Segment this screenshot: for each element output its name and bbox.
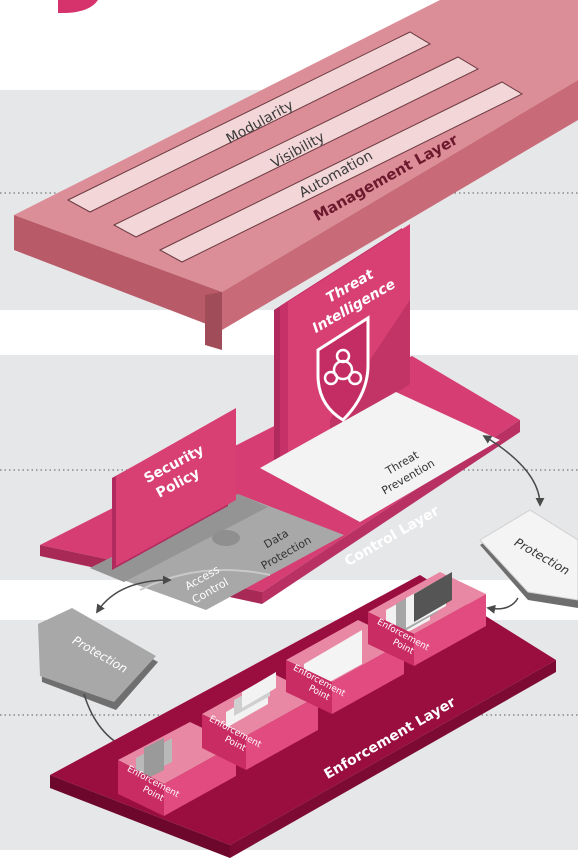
- arrow-prevention-to-protection: [482, 435, 545, 507]
- arrow-protection-to-enforcement-right: [486, 597, 519, 614]
- enforcement-point-4: Enforcement Point: [368, 572, 486, 666]
- management-layer-leg: [205, 292, 222, 350]
- threat-prevention-panel: [260, 392, 500, 522]
- protection-card-right: Protection: [479, 509, 578, 608]
- gray-puzzle-panel-left: [90, 494, 268, 582]
- management-layer-side: [222, 80, 578, 330]
- puzzle-knob: [212, 530, 240, 546]
- arrow-access-to-protection: [96, 575, 172, 614]
- bar-automation: [158, 81, 524, 263]
- control-layer: Threat Intelligence Threat Prevention Ac…: [40, 224, 520, 610]
- management-layer-front: [14, 215, 222, 330]
- heading-fragment: [58, 0, 98, 13]
- biohazard-shield-icon: [316, 315, 370, 422]
- bar-visibility: [112, 56, 480, 238]
- security-policy-face: [116, 408, 236, 566]
- enforcement-layer-side: [230, 660, 556, 858]
- enforcement-layer-front: [50, 775, 230, 858]
- bar-modularity: [66, 31, 432, 213]
- management-layer: Modularity Visibility Automation Managem…: [14, 0, 578, 350]
- protection-card-left: Protection: [38, 608, 158, 710]
